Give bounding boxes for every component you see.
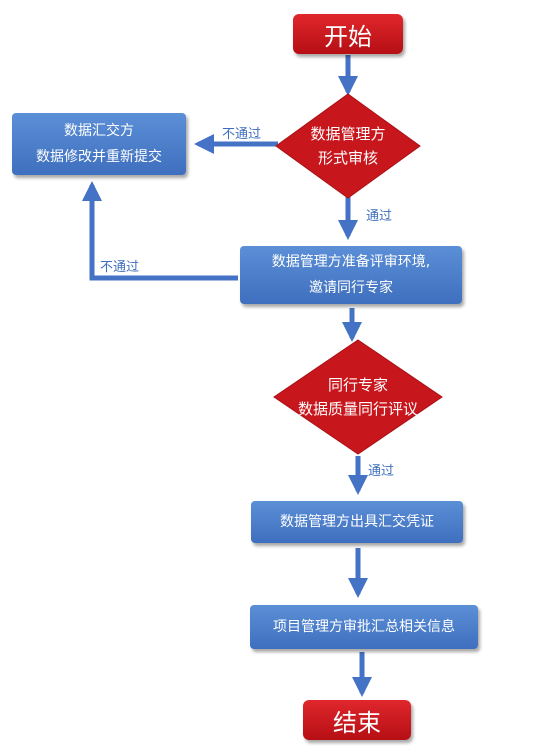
arrow-prepare-to-submitter [82, 181, 238, 281]
end-label: 结束 [333, 708, 381, 737]
prepare-label-line-1: 数据管理方准备评审环境, [271, 254, 431, 270]
review-label-line-2: 形式审核 [317, 149, 378, 167]
edge-label-pass-2: 通过 [368, 464, 395, 479]
approve-node: 项目管理方审批汇总相关信息 [250, 605, 478, 649]
submitter-label-line-2: 数据修改并重新提交 [36, 149, 162, 165]
submitter-node: 数据汇交方 数据修改并重新提交 [12, 113, 186, 175]
peer-label-line-1: 同行专家 [327, 376, 388, 394]
edge-label-pass-1: 通过 [366, 209, 393, 224]
review-label-line-1: 数据管理方 [310, 125, 386, 143]
review-diamond-shape [275, 93, 421, 199]
edge-label-fail-2: 不通过 [100, 260, 140, 275]
end-node: 结束 [303, 700, 411, 740]
certificate-label: 数据管理方出具汇交凭证 [280, 514, 434, 530]
peer-decision: 同行专家 数据质量同行评议 [284, 373, 432, 421]
submitter-label-line-1: 数据汇交方 [64, 123, 134, 139]
edge-label-fail-1: 不通过 [222, 127, 262, 142]
approve-label: 项目管理方审批汇总相关信息 [273, 619, 455, 635]
prepare-label-line-2: 邀请同行专家 [309, 280, 393, 296]
start-label: 开始 [324, 22, 372, 51]
peer-diamond-shape [273, 339, 443, 455]
start-node: 开始 [293, 14, 403, 54]
certificate-node: 数据管理方出具汇交凭证 [251, 501, 463, 543]
peer-label-line-2: 数据质量同行评议 [297, 400, 418, 418]
review-decision: 数据管理方 形式审核 [296, 122, 400, 170]
prepare-node: 数据管理方准备评审环境, 邀请同行专家 [240, 246, 462, 304]
